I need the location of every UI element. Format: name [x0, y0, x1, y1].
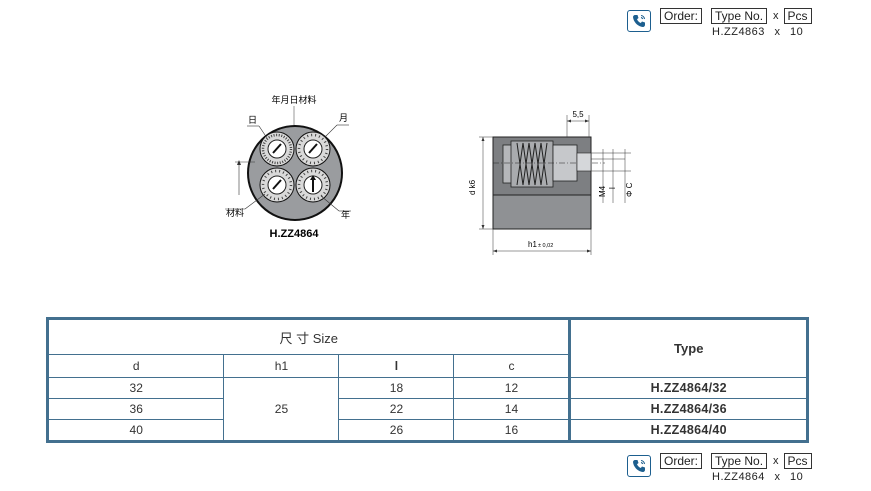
table-row: 40 26 16 H.ZZ4864/40 [47, 419, 807, 441]
dim-phi-c: Φ C [625, 182, 634, 197]
dim-h1-tolerance: ± 0,02 [538, 243, 553, 249]
type-column-header: Type [568, 319, 807, 378]
phone-icon[interactable] [627, 10, 651, 32]
column-header-d: d [47, 354, 225, 378]
cell-l: 22 [338, 398, 455, 420]
order-label: Order: [660, 453, 703, 469]
order-example-qty: 10 [790, 471, 804, 483]
label-day: 日 [248, 115, 257, 125]
cell-d: 40 [47, 419, 225, 441]
dial-year [295, 167, 331, 203]
dial-material [259, 167, 295, 203]
table-row: 36 22 14 H.ZZ4864/36 [47, 398, 807, 420]
order-bar-bottom: Order: Type No. x Pcs H.ZZ4864 x 10 [627, 453, 812, 483]
times-sign: x [773, 455, 779, 467]
order-label: Order: [660, 8, 703, 24]
cell-c: 14 [453, 398, 571, 420]
times-sign: x [773, 10, 779, 22]
size-table-title: 尺 寸 Size [47, 319, 571, 355]
column-header-c: c [453, 354, 571, 378]
column-header-l: l [338, 354, 455, 378]
label-month: 月 [339, 113, 348, 123]
table-row: 32 25 18 12 H.ZZ4864/32 [47, 377, 807, 441]
side-section-drawing: 5,5 d k6 M4 l Φ C h1 ± 0,02 [468, 110, 634, 255]
order-example-mult: x [774, 471, 781, 483]
cell-h1-shared: 25 [223, 377, 340, 441]
dim-d-k6: d k6 [468, 179, 477, 195]
cell-type[interactable]: H.ZZ4864/32 [568, 377, 807, 399]
order-bar-top: Order: Type No. x Pcs H.ZZ4863 x 10 [627, 8, 812, 38]
cell-type[interactable]: H.ZZ4864/40 [568, 419, 807, 441]
cell-d: 32 [47, 377, 225, 399]
pcs-field[interactable]: Pcs [783, 453, 812, 469]
cell-l: 18 [338, 377, 455, 399]
type-no-field[interactable]: Type No. [711, 453, 768, 469]
dial-month [295, 131, 331, 167]
order-example: H.ZZ4863 x 10 [712, 26, 812, 38]
label-material: 材料 [226, 207, 244, 218]
phone-icon[interactable] [627, 455, 651, 477]
cell-d: 36 [47, 398, 225, 420]
order-example-mult: x [774, 26, 781, 38]
order-example: H.ZZ4864 x 10 [712, 471, 812, 483]
stamp-title: 年月日材料 [271, 94, 316, 105]
cell-type[interactable]: H.ZZ4864/36 [568, 398, 807, 420]
dim-5-5: 5,5 [572, 110, 584, 119]
dial-day [259, 131, 295, 167]
order-example-code: H.ZZ4864 [712, 471, 765, 483]
pcs-field[interactable]: Pcs [783, 8, 812, 24]
label-year: 年 [341, 209, 350, 220]
cell-l: 26 [338, 419, 455, 441]
part-number-label: H.ZZ4864 [270, 228, 320, 240]
column-header-h1: h1 [223, 354, 340, 378]
date-stamp-face-drawing: 年月日材料 日 月 材料 年 H.ZZ4864 [225, 94, 351, 240]
order-example-qty: 10 [790, 26, 804, 38]
order-example-code: H.ZZ4863 [712, 26, 765, 38]
dim-l: l [608, 187, 617, 189]
dim-h1: h1 [528, 240, 537, 249]
size-table: 尺 寸 Size Type d h1 l c 32 25 18 12 H.ZZ4… [46, 317, 809, 443]
dim-m4: M4 [598, 185, 607, 197]
cell-c: 16 [453, 419, 571, 441]
cell-c: 12 [453, 377, 571, 399]
type-no-field[interactable]: Type No. [711, 8, 768, 24]
